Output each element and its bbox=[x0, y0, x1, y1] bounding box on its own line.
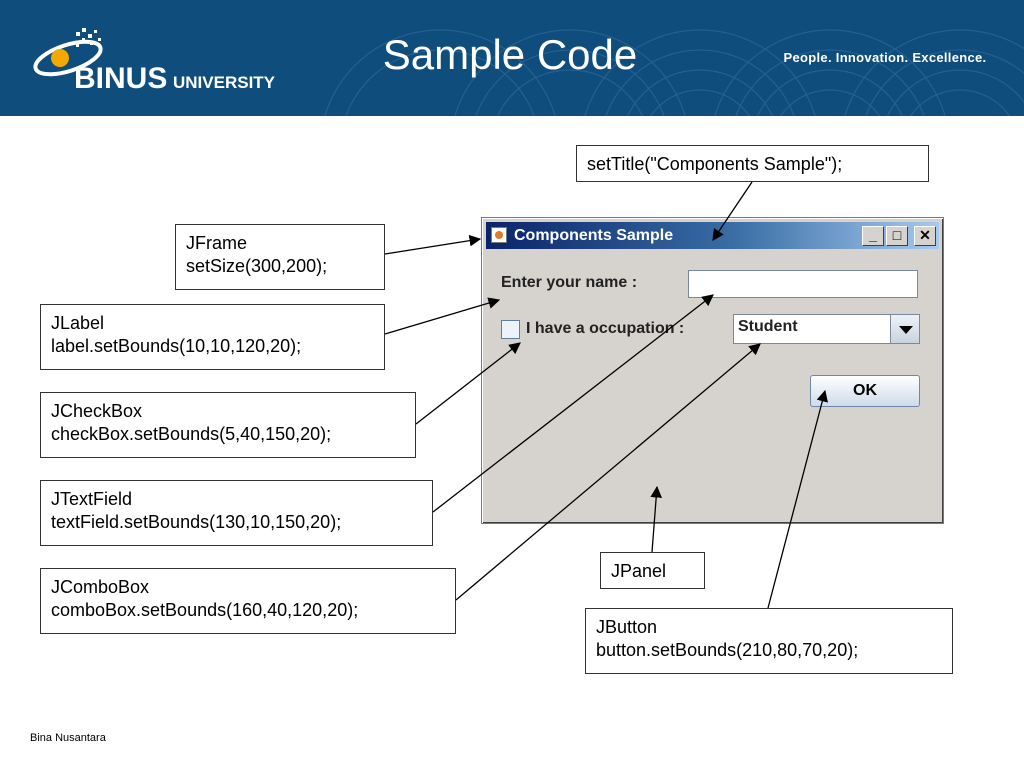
occupation-checkbox-label[interactable]: I have a occupation : bbox=[526, 320, 685, 337]
arrow-jlabel bbox=[384, 297, 501, 335]
callout-jframe-class: JFrame bbox=[186, 233, 248, 253]
combo-selected-value: Student bbox=[738, 318, 798, 335]
callout-jlabel-class: JLabel bbox=[51, 313, 105, 333]
callout-settitle: setTitle("Components Sample"); bbox=[576, 145, 929, 182]
close-button[interactable]: ✕ bbox=[914, 226, 936, 246]
binus-logo: BINUS UNIVERSITY bbox=[18, 18, 298, 102]
occupation-checkbox[interactable] bbox=[501, 320, 520, 339]
arrow-jtextfield bbox=[432, 294, 714, 513]
callout-jcheckbox: JCheckBox checkBox.setBounds(5,40,150,20… bbox=[40, 392, 416, 458]
minimize-button[interactable]: _ bbox=[862, 226, 884, 246]
arrow-jcheckbox bbox=[415, 342, 521, 425]
window-title: Components Sample bbox=[514, 227, 674, 244]
callout-jtextfield-code: textField.setBounds(130,10,150,20); bbox=[51, 512, 342, 532]
tagline: People. Innovation. Excellence. bbox=[783, 50, 987, 65]
callout-jframe-code: setSize(300,200); bbox=[186, 256, 328, 276]
callout-jlabel-code: label.setBounds(10,10,120,20); bbox=[51, 336, 302, 356]
logo-wordmark-university: UNIVERSITY bbox=[173, 73, 276, 92]
callout-jbutton-code: button.setBounds(210,80,70,20); bbox=[596, 640, 859, 660]
banner-wave-pattern bbox=[324, 29, 1024, 116]
footer-text: Bina Nusantara bbox=[30, 732, 106, 744]
logo-emblem-icon bbox=[33, 28, 103, 77]
name-text-field[interactable] bbox=[688, 270, 918, 298]
occupation-combo-box[interactable]: Student bbox=[733, 314, 920, 344]
callout-jcheckbox-code: checkBox.setBounds(5,40,150,20); bbox=[51, 424, 332, 444]
arrow-jframe bbox=[384, 234, 482, 255]
java-cup-icon bbox=[491, 227, 507, 243]
callout-jpanel-class: JPanel bbox=[611, 561, 667, 581]
maximize-button[interactable]: □ bbox=[886, 226, 908, 246]
callout-jtextfield: JTextField textField.setBounds(130,10,15… bbox=[40, 480, 433, 546]
callout-jbutton-class: JButton bbox=[596, 617, 658, 637]
callout-jcombobox-class: JComboBox bbox=[51, 577, 150, 597]
callout-jcombobox: JComboBox comboBox.setBounds(160,40,120,… bbox=[40, 568, 456, 634]
callout-jframe: JFrame setSize(300,200); bbox=[175, 224, 385, 290]
callout-jcheckbox-class: JCheckBox bbox=[51, 401, 143, 421]
callout-jpanel: JPanel bbox=[600, 552, 705, 589]
callout-settitle-code: setTitle("Components Sample"); bbox=[587, 154, 843, 174]
header-banner: BINUS UNIVERSITY Sample Code People. Inn… bbox=[0, 0, 1024, 116]
callout-jtextfield-class: JTextField bbox=[51, 489, 133, 509]
callout-jlabel: JLabel label.setBounds(10,10,120,20); bbox=[40, 304, 385, 370]
chevron-down-icon[interactable] bbox=[890, 315, 919, 343]
ok-button[interactable]: OK bbox=[810, 375, 920, 407]
callout-jcombobox-code: comboBox.setBounds(160,40,120,20); bbox=[51, 600, 359, 620]
slide-title: Sample Code bbox=[382, 31, 638, 78]
components-sample-window: Components Sample _ □ ✕ Enter your name … bbox=[481, 217, 944, 524]
arrow-jcombobox bbox=[455, 343, 761, 601]
arrow-jpanel bbox=[650, 485, 663, 553]
arrow-jbutton bbox=[767, 389, 828, 609]
arrow-settitle bbox=[712, 181, 753, 241]
name-label: Enter your name : bbox=[501, 274, 638, 291]
callout-jbutton: JButton button.setBounds(210,80,70,20); bbox=[585, 608, 953, 674]
logo-wordmark-binus: BINUS bbox=[74, 62, 168, 95]
